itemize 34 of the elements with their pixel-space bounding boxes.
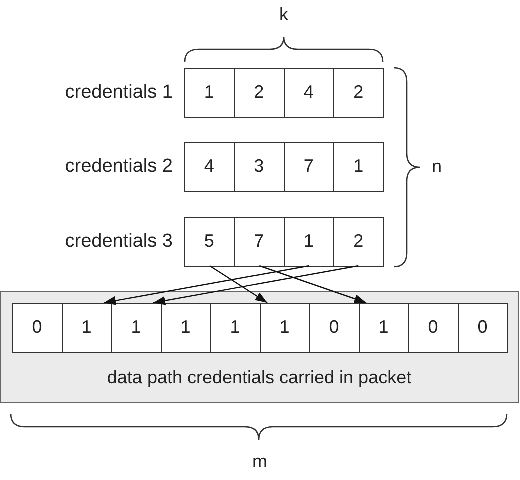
brace-label: m (252, 452, 268, 472)
value-cell: 5 (185, 218, 235, 266)
arrow (153, 265, 359, 306)
arrow (259, 265, 367, 304)
row-label: credentials 3 (65, 231, 173, 253)
value-cell: 1 (334, 143, 383, 191)
value-cell: 4 (284, 69, 334, 117)
arrow (210, 266, 268, 304)
bit-cell: 1 (210, 303, 260, 353)
panel-caption: data path credentials carried in packet (107, 368, 412, 388)
packet-panel (0, 291, 519, 403)
bit-cell: 1 (260, 303, 310, 353)
bit-cell: 1 (160, 303, 211, 353)
brace-label: k (280, 4, 288, 26)
bit-cell: 1 (111, 303, 162, 353)
row-label: credentials 1 (65, 82, 173, 104)
row-label: credentials 2 (65, 156, 173, 178)
bit-cell: 0 (12, 303, 62, 353)
value-cell: 2 (334, 69, 383, 117)
bit-cell: 0 (309, 303, 360, 353)
arrow (104, 265, 310, 306)
value-cell: 7 (284, 143, 334, 191)
value-cell: 2 (234, 69, 284, 117)
value-cell: 1 (284, 218, 334, 266)
bit-cell: 0 (458, 303, 508, 353)
value-cell: 2 (334, 218, 383, 266)
brace-label: n (432, 156, 442, 178)
bit-cell: 0 (408, 303, 458, 353)
bit-cell: 1 (62, 303, 112, 353)
value-cell: 7 (234, 218, 284, 266)
bit-cell: 1 (358, 303, 409, 353)
value-cell: 1 (185, 69, 235, 117)
value-cell: 3 (234, 143, 284, 191)
value-cell: 4 (185, 143, 235, 191)
